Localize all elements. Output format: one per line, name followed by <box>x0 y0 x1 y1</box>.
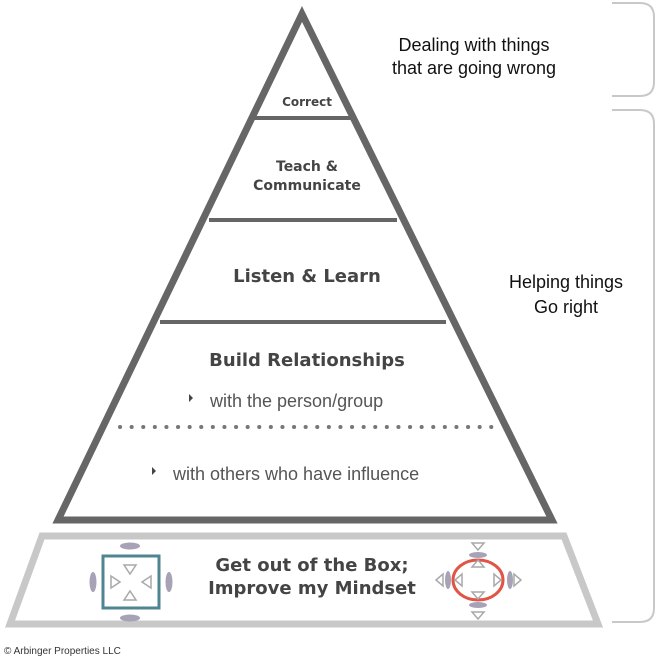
copyright-notice: © Arbinger Properties LLC <box>4 646 121 657</box>
top-bracket <box>612 2 655 97</box>
level-teach-label-line1: Teach & <box>276 159 338 175</box>
bullet-person-group: with the person/group <box>209 391 383 411</box>
bottom-note-line2: Go right <box>534 297 598 317</box>
bullet-others-influence: with others who have influence <box>172 464 419 484</box>
level-build-label: Build Relationships <box>209 350 405 371</box>
level-teach-label-line2: Communicate <box>253 178 361 194</box>
level-listen-label: Listen & Learn <box>233 266 381 287</box>
top-note-line1: Dealing with things <box>398 35 549 55</box>
level-correct-label: Correct <box>282 95 332 109</box>
bottom-note-line1: Helping things <box>509 272 623 292</box>
pyramid-outline <box>52 6 558 524</box>
out-of-the-box-icon <box>434 542 523 621</box>
bullet-marker <box>152 467 156 475</box>
pyramid-base <box>5 532 604 628</box>
base-label-line2: Improve my Mindset <box>208 578 416 599</box>
top-note-line2: that are going wrong <box>392 58 556 78</box>
base-label-line1: Get out of the Box; <box>215 555 408 576</box>
in-the-box-icon <box>89 542 173 622</box>
bottom-bracket <box>612 109 655 623</box>
bullet-marker <box>189 394 193 402</box>
